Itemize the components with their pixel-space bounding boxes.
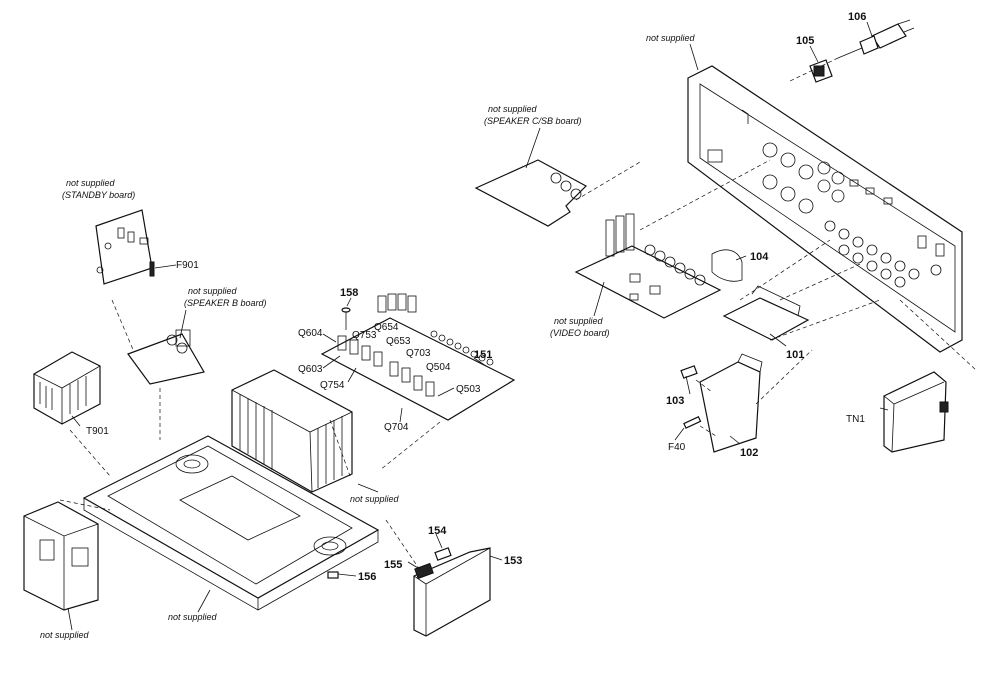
label-102: 102: [740, 447, 758, 459]
label-q703: Q703: [406, 348, 431, 359]
label-105: 105: [796, 35, 814, 47]
label-158: 158: [340, 287, 358, 299]
speaker-csb-board: [474, 159, 587, 227]
label-speaker-csb-board: (SPEAKER C/SB board): [484, 116, 582, 126]
label-not-supplied-bracket: not supplied: [40, 630, 90, 640]
label-not-supplied-speaker-b: not supplied: [188, 286, 238, 296]
label-t901: T901: [86, 426, 109, 437]
label-video-board: (VIDEO board): [550, 328, 610, 338]
label-standby-board: (STANDBY board): [62, 190, 135, 200]
label-not-supplied-standby: not supplied: [66, 178, 116, 188]
label-f901: F901: [176, 260, 199, 271]
transformer-t901: [33, 351, 101, 425]
label-q603: Q603: [298, 364, 323, 375]
board-102: [699, 353, 763, 453]
speaker-b-board: [127, 329, 205, 385]
label-q503: Q503: [456, 384, 481, 395]
screw-158: [341, 307, 351, 330]
fuse-f901: [149, 261, 155, 277]
standby-board: [95, 209, 153, 285]
fuse-f40: [683, 416, 702, 429]
label-q653: Q653: [386, 336, 411, 347]
label-not-supplied-speaker-csb: not supplied: [488, 104, 538, 114]
board-153: [413, 547, 491, 637]
video-board: [574, 213, 722, 319]
board-101: [722, 285, 810, 341]
label-not-supplied-heatsink: not supplied: [350, 494, 400, 504]
leader-lines: [67, 21, 889, 631]
ac-power-cord: [837, 19, 915, 59]
label-156: 156: [358, 571, 376, 583]
label-tn1: TN1: [846, 414, 865, 425]
part-156: [327, 571, 339, 579]
side-bracket: [23, 501, 99, 611]
label-154: 154: [428, 525, 447, 537]
connector-155: [414, 562, 434, 580]
flat-cable-104: [711, 249, 743, 282]
label-f40: F40: [668, 442, 686, 453]
label-151: 151: [474, 349, 492, 361]
label-106: 106: [848, 11, 866, 23]
label-not-supplied-chassis: not supplied: [168, 612, 218, 622]
part-103: [680, 365, 698, 379]
label-155: 155: [384, 559, 402, 571]
label-not-supplied-video: not supplied: [554, 316, 604, 326]
rear-panel: [687, 65, 963, 353]
label-q754: Q754: [320, 380, 345, 391]
cord-bushing: [809, 59, 833, 83]
tuner-tn1: [883, 371, 949, 453]
label-q753: Q753: [352, 330, 377, 341]
label-q604: Q604: [298, 328, 323, 339]
chassis: [82, 435, 380, 611]
label-q704: Q704: [384, 422, 409, 433]
label-101: 101: [786, 349, 804, 361]
amplifier-board-151: [320, 293, 516, 421]
label-q504: Q504: [426, 362, 451, 373]
label-speaker-b-board: (SPEAKER B board): [184, 298, 267, 308]
label-104: 104: [750, 251, 769, 263]
part-154: [434, 547, 452, 561]
assembly-lines: [59, 57, 977, 571]
label-153: 153: [504, 555, 522, 567]
label-103: 103: [666, 395, 684, 407]
part-labels: 106 105 not supplied not supplied (SPEAK…: [40, 11, 866, 640]
label-not-supplied-rear-panel: not supplied: [646, 33, 696, 43]
heatsink: [231, 369, 353, 493]
label-q654: Q654: [374, 322, 399, 333]
